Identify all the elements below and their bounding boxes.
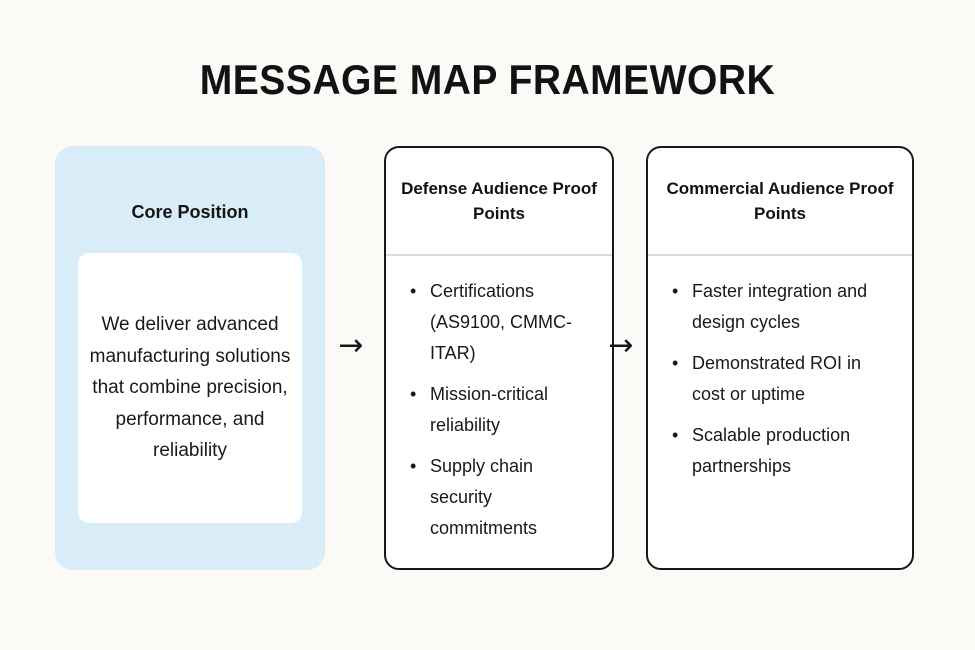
commercial-header-divider (648, 254, 912, 256)
list-item-label: Supply chain security commitments (430, 456, 538, 538)
defense-proof-points-card: Defense Audience Proof Points • Certific… (384, 146, 614, 570)
list-item-label: Demonstrated ROI in cost or uptime (692, 353, 862, 404)
defense-header-divider (386, 254, 612, 256)
list-item: • Mission-critical reliability (404, 379, 598, 441)
list-item: • Scalable production partnerships (666, 420, 898, 482)
bullet-icon: • (410, 384, 417, 404)
bullet-icon: • (672, 425, 679, 445)
bullet-icon: • (672, 353, 679, 373)
core-position-heading: Core Position (131, 202, 249, 222)
list-item: • Supply chain security commitments (404, 451, 598, 544)
arrow-right-icon: → (608, 328, 634, 363)
list-item: • Demonstrated ROI in cost or uptime (666, 348, 898, 410)
commercial-proof-points-header: Commercial Audience Proof Points (666, 179, 894, 223)
bullet-icon: • (410, 456, 417, 476)
core-position-statement: We deliver advanced manufacturing soluti… (89, 314, 291, 462)
defense-proof-points-list: • Certifications (AS9100, CMMC-ITAR) • M… (386, 276, 612, 554)
commercial-proof-points-card: Commercial Audience Proof Points • Faste… (646, 146, 914, 570)
defense-proof-points-header: Defense Audience Proof Points (401, 179, 597, 223)
bullet-icon: • (410, 281, 417, 301)
page-title: MESSAGE MAP FRAMEWORK (199, 56, 776, 103)
core-position-card: Core Position We deliver advanced manufa… (55, 146, 325, 570)
commercial-proof-points-list: • Faster integration and design cycles •… (648, 276, 912, 492)
list-item-label: Scalable production partnerships (692, 425, 851, 476)
list-item-label: Faster integration and design cycles (692, 281, 868, 332)
core-position-statement-box: We deliver advanced manufacturing soluti… (78, 253, 302, 523)
list-item: • Certifications (AS9100, CMMC-ITAR) (404, 276, 598, 369)
arrow-right-icon: → (338, 328, 364, 363)
list-item-label: Mission-critical reliability (430, 384, 549, 435)
list-item-label: Certifications (AS9100, CMMC-ITAR) (430, 281, 573, 363)
bullet-icon: • (672, 281, 679, 301)
list-item: • Faster integration and design cycles (666, 276, 898, 338)
